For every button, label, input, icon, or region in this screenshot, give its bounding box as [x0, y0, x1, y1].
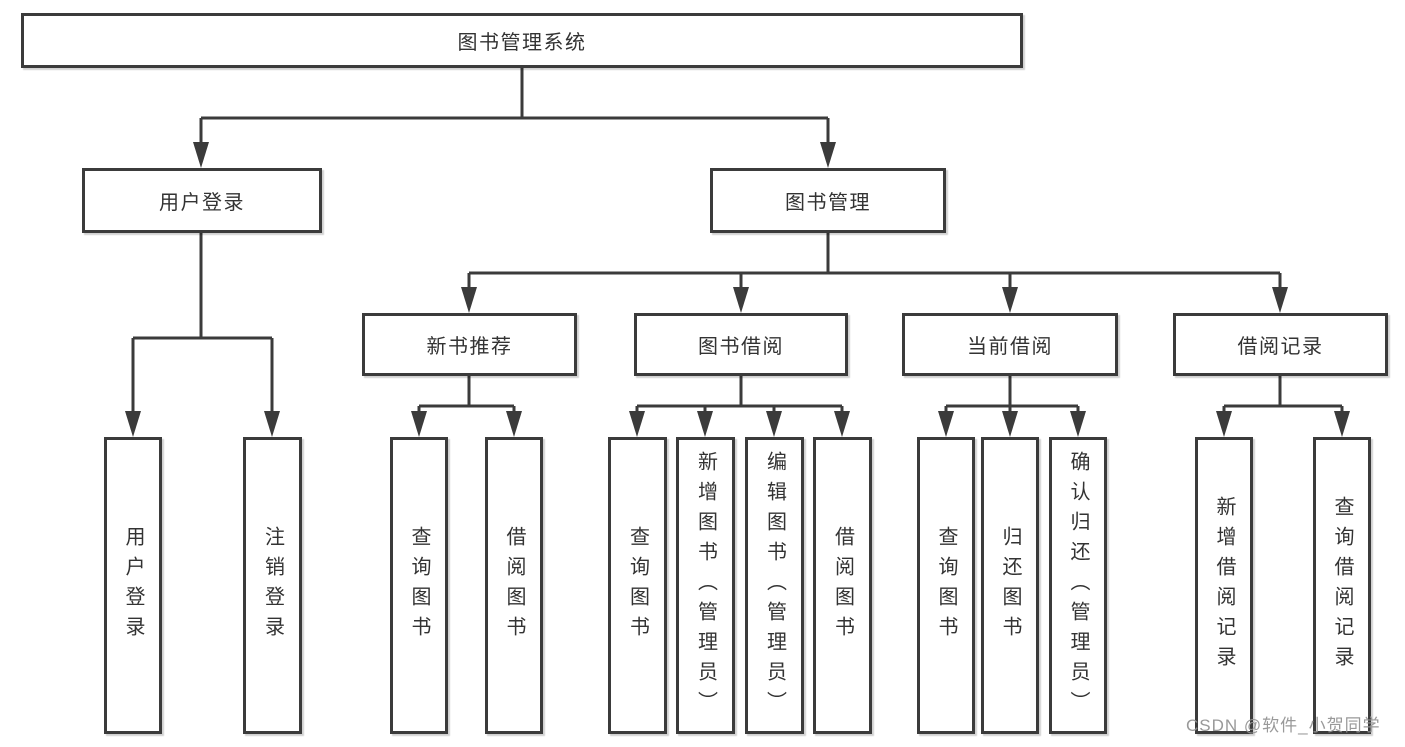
node-label: 用户登录 — [122, 525, 144, 646]
node-label: 新增图书（管理员） — [694, 450, 717, 721]
node-book-borrowing: 图书借阅 — [634, 313, 848, 376]
node-label: 图书管理 — [785, 192, 871, 214]
node-user-login: 用户登录 — [82, 168, 322, 233]
leaf-query-books-3: 查询图书 — [917, 437, 975, 734]
watermark-text: CSDN @软件_小贺同学 — [1186, 716, 1381, 735]
node-book-management: 图书管理 — [710, 168, 946, 233]
leaf-query-borrow-record: 查询借阅记录 — [1313, 437, 1371, 734]
leaf-query-books-1: 查询图书 — [390, 437, 448, 734]
node-label: 注销登录 — [261, 525, 284, 646]
node-label: 图书借阅 — [698, 336, 784, 358]
node-label: 借阅记录 — [1237, 336, 1324, 358]
node-label: 查询图书 — [935, 525, 957, 646]
node-label: 编辑图书（管理员） — [763, 450, 786, 721]
node-label: 确认归还（管理员） — [1067, 450, 1089, 721]
leaf-borrow-books-2: 借阅图书 — [813, 437, 872, 734]
leaf-return-books: 归还图书 — [981, 437, 1039, 734]
node-label: 归还图书 — [999, 525, 1021, 646]
leaf-borrow-books-1: 借阅图书 — [485, 437, 543, 734]
leaf-add-borrow-record: 新增借阅记录 — [1195, 437, 1253, 734]
leaf-add-book-admin: 新增图书（管理员） — [676, 437, 735, 734]
node-current-borrowing: 当前借阅 — [902, 313, 1118, 376]
leaf-edit-book-admin: 编辑图书（管理员） — [745, 437, 804, 734]
node-label: 新书推荐 — [426, 336, 513, 358]
leaf-confirm-return-admin: 确认归还（管理员） — [1049, 437, 1107, 734]
node-label: 借阅图书 — [503, 525, 525, 646]
node-label: 借阅图书 — [831, 525, 854, 646]
node-new-book-recommend: 新书推荐 — [362, 313, 577, 376]
node-borrowing-records: 借阅记录 — [1173, 313, 1388, 376]
node-label: 用户登录 — [159, 192, 245, 214]
leaf-query-books-2: 查询图书 — [608, 437, 667, 734]
leaf-user-login: 用户登录 — [104, 437, 162, 734]
node-label: 查询借阅记录 — [1331, 495, 1353, 676]
node-label: 当前借阅 — [967, 336, 1053, 358]
node-label: 新增借阅记录 — [1213, 495, 1235, 676]
leaf-logout: 注销登录 — [243, 437, 302, 734]
node-label: 查询图书 — [626, 525, 649, 646]
node-label: 图书管理系统 — [457, 32, 587, 54]
node-label: 查询图书 — [408, 525, 430, 646]
arrowheads — [125, 142, 1350, 437]
node-library-system: 图书管理系统 — [21, 13, 1023, 68]
connector-paths — [131, 66, 1344, 414]
